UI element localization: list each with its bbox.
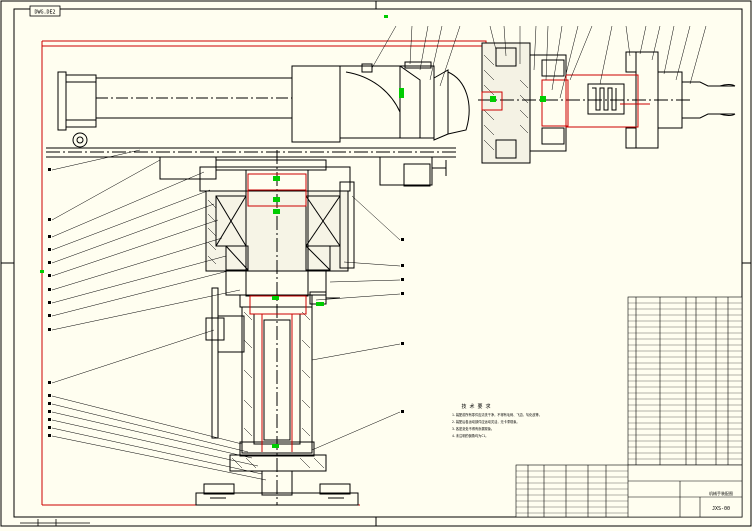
drawing-code-box (29, 5, 61, 17)
tech-req-title: 技 术 要 求 (461, 403, 490, 410)
title-block-rows (516, 470, 628, 514)
technical-requirements: 技 术 要 求 1.装配前所有零件应清洗干净，不得有毛刺、飞边、氧化皮等。 2.… (452, 403, 542, 438)
scale-ruler (20, 519, 90, 526)
leader-lines-top (371, 25, 707, 99)
horizontal-arm (46, 61, 470, 187)
balloon-ticks (48, 168, 404, 437)
tech-req-line-3: 3.各密封处不得有渗漏现象。 (452, 426, 494, 431)
leader-lines-left (51, 149, 267, 481)
parts-list-rows (628, 302, 742, 460)
tech-req-line-2: 2.装配后各运动部件应运动灵活，无卡滞现象。 (452, 419, 520, 424)
leader-lines-right (311, 195, 401, 451)
green-markers (40, 15, 546, 448)
drawing-code-text: DWG.DE2 (34, 10, 55, 16)
tech-req-line-1: 1.装配前所有零件应清洗干净，不得有毛刺、飞边、氧化皮等。 (452, 412, 542, 417)
title-block-code: JXS-00 (712, 506, 730, 512)
tech-req-line-4: 4.未注明的倒角均为C1。 (452, 433, 488, 438)
title-block-name: 机械手装配图 (709, 490, 733, 496)
gripper-red-section (481, 74, 650, 128)
title-block (515, 464, 743, 518)
